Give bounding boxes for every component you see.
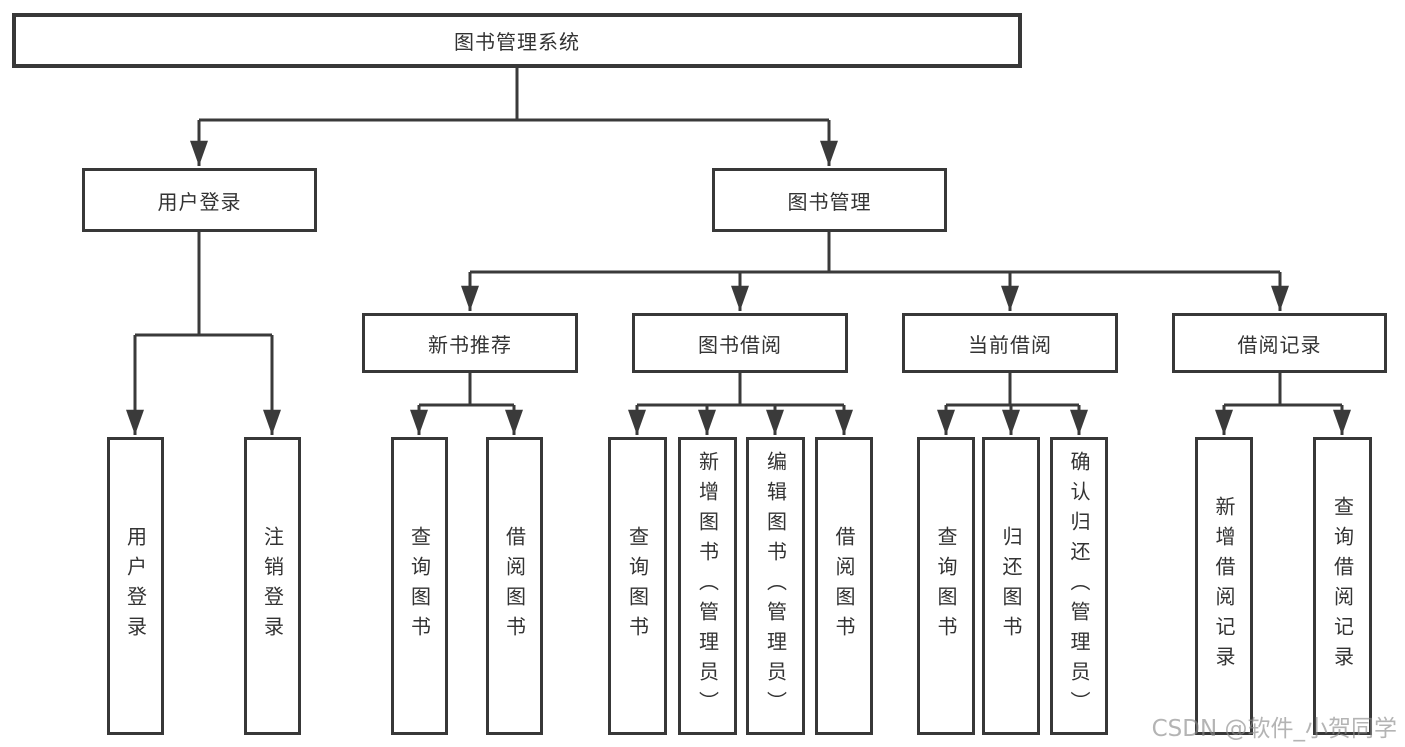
node-leaf-query-books-1-label: 查询图书	[407, 526, 432, 646]
node-user-login-label: 用户登录	[157, 189, 242, 214]
node-leaf-logout-label: 注销登录	[260, 526, 285, 646]
connector-current-borrow-family	[937, 373, 1088, 435]
node-new-book-recommend-label: 新书推荐	[428, 332, 512, 357]
node-book-borrowing: 图书借阅	[632, 313, 848, 373]
node-root-label: 图书管理系统	[454, 30, 580, 54]
node-borrowing-records-label: 借阅记录	[1237, 332, 1322, 357]
node-leaf-borrow-books-2: 借阅图书	[815, 437, 873, 735]
node-leaf-borrow-books-1: 借阅图书	[486, 437, 543, 735]
node-leaf-user-login-action-label: 用户登录	[123, 526, 148, 646]
node-leaf-add-books-admin: 新增图书（管理员）	[678, 437, 737, 735]
node-leaf-query-borrow-record-label: 查询借阅记录	[1330, 496, 1355, 676]
node-root: 图书管理系统	[12, 13, 1022, 68]
connector-user-login-family	[126, 232, 281, 435]
csdn-watermark: CSDN @软件_小贺同学	[1151, 716, 1397, 742]
node-leaf-query-books-3-label: 查询图书	[934, 526, 958, 646]
node-book-management: 图书管理	[712, 168, 947, 232]
connector-book-borrow-family	[628, 373, 853, 435]
node-current-borrowing-label: 当前借阅	[968, 332, 1052, 357]
node-leaf-edit-books-admin: 编辑图书（管理员）	[746, 437, 805, 735]
node-leaf-query-borrow-record: 查询借阅记录	[1313, 437, 1372, 735]
node-leaf-confirm-return-admin: 确认归还（管理员）	[1050, 437, 1108, 735]
node-leaf-return-books-label: 归还图书	[999, 526, 1023, 646]
node-leaf-confirm-return-admin-label: 确认归还（管理员）	[1067, 451, 1091, 721]
node-borrowing-records: 借阅记录	[1172, 313, 1387, 373]
node-leaf-query-books-2: 查询图书	[608, 437, 667, 735]
node-book-borrowing-label: 图书借阅	[698, 332, 782, 357]
node-leaf-borrow-books-2-label: 借阅图书	[832, 526, 856, 646]
connector-root-family	[190, 68, 838, 166]
node-leaf-user-login-action: 用户登录	[107, 437, 164, 735]
node-leaf-query-books-1: 查询图书	[391, 437, 448, 735]
connector-borrow-records-family	[1215, 373, 1351, 435]
node-leaf-return-books: 归还图书	[982, 437, 1040, 735]
node-current-borrowing: 当前借阅	[902, 313, 1118, 373]
node-user-login: 用户登录	[82, 168, 317, 232]
connector-book-management-family	[461, 232, 1289, 311]
node-leaf-edit-books-admin-label: 编辑图书（管理员）	[763, 451, 788, 721]
node-leaf-query-books-2-label: 查询图书	[625, 526, 650, 646]
node-leaf-query-books-3: 查询图书	[917, 437, 975, 735]
connector-new-book-family	[410, 373, 523, 435]
node-leaf-add-books-admin-label: 新增图书（管理员）	[695, 451, 720, 721]
node-leaf-add-borrow-record: 新增借阅记录	[1195, 437, 1253, 735]
node-leaf-logout: 注销登录	[244, 437, 301, 735]
node-new-book-recommend: 新书推荐	[362, 313, 578, 373]
node-book-management-label: 图书管理	[787, 189, 872, 214]
node-leaf-add-borrow-record-label: 新增借阅记录	[1212, 496, 1236, 676]
node-leaf-borrow-books-1-label: 借阅图书	[502, 526, 527, 646]
